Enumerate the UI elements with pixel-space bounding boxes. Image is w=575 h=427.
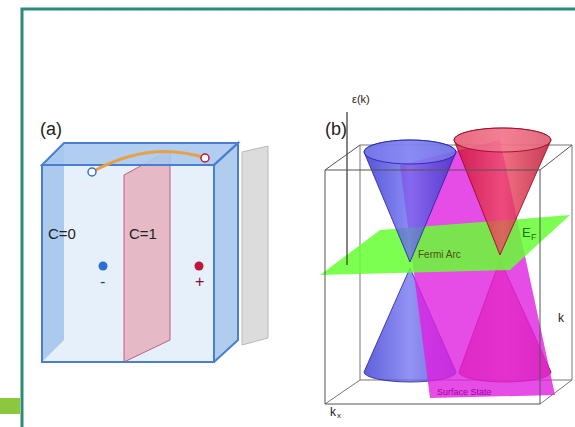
surface-state-label: Surface State [437,388,492,397]
fermi-level-plane [320,215,570,275]
subscript: x [337,412,341,420]
weyl-point [99,262,108,271]
gray-plane [242,146,268,345]
frame-line [22,9,575,427]
upper-cone [454,128,551,255]
fermi-arc-curve [92,152,205,172]
chirality-sign: + [195,274,204,290]
arc-end-point [201,154,209,162]
panel-letter: (a) [40,120,62,138]
weyl-point [195,262,204,271]
upper-cone [364,140,456,262]
axis-label: k [330,406,336,418]
panel-letter: (b) [325,120,347,138]
chern-label: C=1 [129,226,157,241]
cone-rim [454,128,551,152]
chern-label: C=0 [48,226,76,241]
c1-plane [124,150,170,362]
cube-edges [42,143,238,362]
right-plane [214,143,238,362]
fermi-level-label: E [522,226,531,239]
subscript: F [531,233,537,242]
corner-bar [0,398,20,414]
axis-label: k [558,312,564,324]
fermi-arc-label: Fermi Arc [418,250,461,260]
chirality-sign: - [100,274,105,290]
arc-end-point [88,168,96,176]
axis-label: ε(k) [352,94,370,105]
box-front-edges [325,145,572,404]
cone-rim [364,140,456,164]
c0-plane [42,143,64,362]
